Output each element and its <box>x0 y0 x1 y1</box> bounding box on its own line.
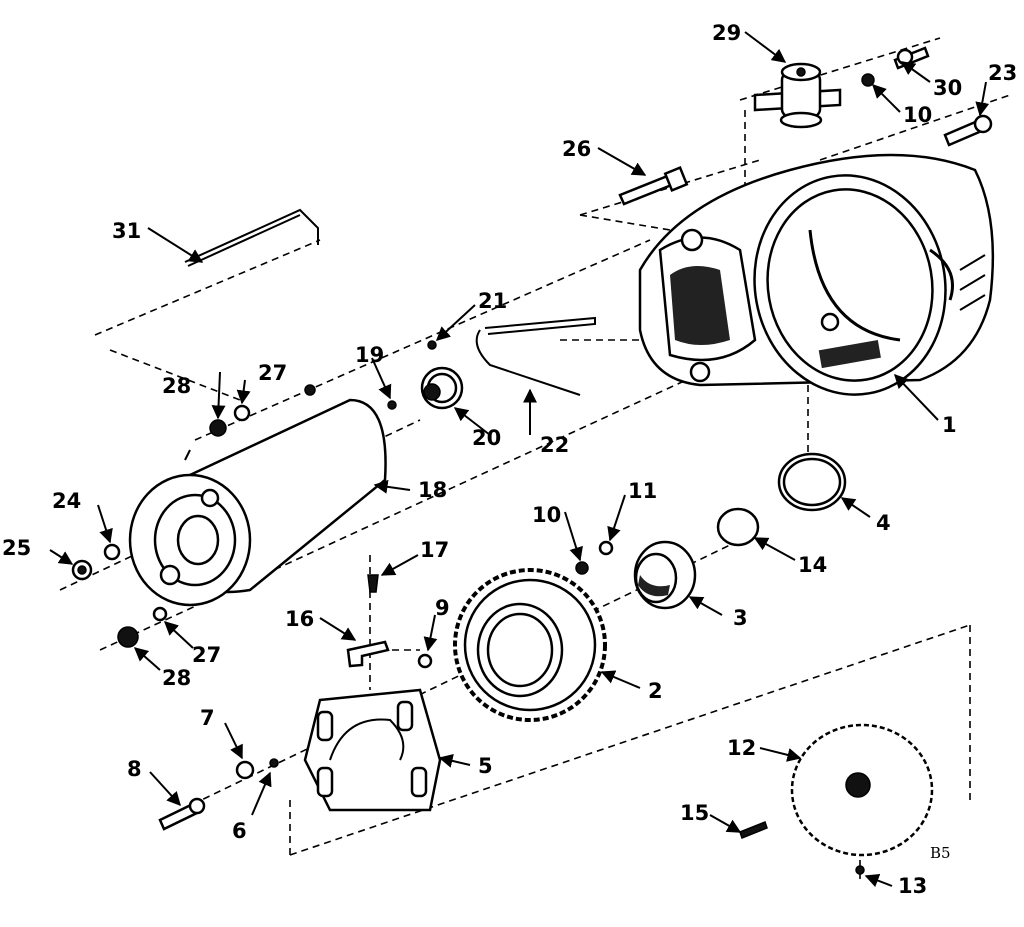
label-26: 26 <box>562 137 591 161</box>
label-30: 30 <box>933 76 962 100</box>
label-23: 23 <box>988 61 1017 85</box>
label-28a: 28 <box>162 374 191 398</box>
label-15: 15 <box>680 801 709 825</box>
label-9: 9 <box>435 596 450 620</box>
label-22: 22 <box>540 433 569 457</box>
label-21: 21 <box>478 289 507 313</box>
part-18-motor <box>128 398 387 607</box>
label-4: 4 <box>876 511 891 535</box>
small-hardware <box>71 73 875 875</box>
label-2: 2 <box>648 679 663 703</box>
part-31-rod <box>184 208 319 267</box>
label-11: 11 <box>628 479 657 503</box>
part-29-switch <box>753 62 842 129</box>
leader-lines <box>49 31 990 888</box>
label-5: 5 <box>478 754 493 778</box>
label-10a: 10 <box>903 103 932 127</box>
label-27a: 27 <box>258 361 287 385</box>
part-4-ring <box>777 452 847 512</box>
label-7: 7 <box>200 706 215 730</box>
label-6: 6 <box>232 819 247 843</box>
part-12-disc <box>790 723 934 857</box>
label-16: 16 <box>285 607 314 631</box>
label-20: 20 <box>472 426 501 450</box>
part-14-ring <box>716 507 760 547</box>
label-1: 1 <box>942 413 957 437</box>
drawing-code: B5 <box>930 844 951 862</box>
part-3-bushing <box>633 540 697 610</box>
part-1-housing <box>638 153 995 396</box>
part-23-screw <box>943 114 993 147</box>
label-24: 24 <box>52 489 81 513</box>
label-18: 18 <box>418 478 447 502</box>
label-8: 8 <box>127 757 142 781</box>
part-8-screw <box>158 797 206 831</box>
label-17: 17 <box>420 538 449 562</box>
label-27b: 27 <box>192 643 221 667</box>
label-31: 31 <box>112 219 141 243</box>
part-15-pin <box>739 821 768 839</box>
label-3: 3 <box>733 606 748 630</box>
part-5-plate <box>303 688 442 812</box>
part-26-screw <box>618 166 689 206</box>
part-22-wire <box>475 316 596 396</box>
part-labels: 29 30 10 23 26 31 21 19 28 27 20 22 1 18… <box>2 21 1017 898</box>
label-29: 29 <box>712 21 741 45</box>
label-25: 25 <box>2 536 31 560</box>
label-12: 12 <box>727 736 756 760</box>
label-14: 14 <box>798 553 827 577</box>
part-20-gear <box>420 366 464 410</box>
label-19: 19 <box>355 343 384 367</box>
part-16-bracket <box>346 640 390 668</box>
label-13: 13 <box>898 874 927 898</box>
label-28b: 28 <box>162 666 191 690</box>
part-2-ring-gear <box>453 568 607 722</box>
label-10b: 10 <box>532 503 561 527</box>
part-30-screw <box>893 46 930 70</box>
